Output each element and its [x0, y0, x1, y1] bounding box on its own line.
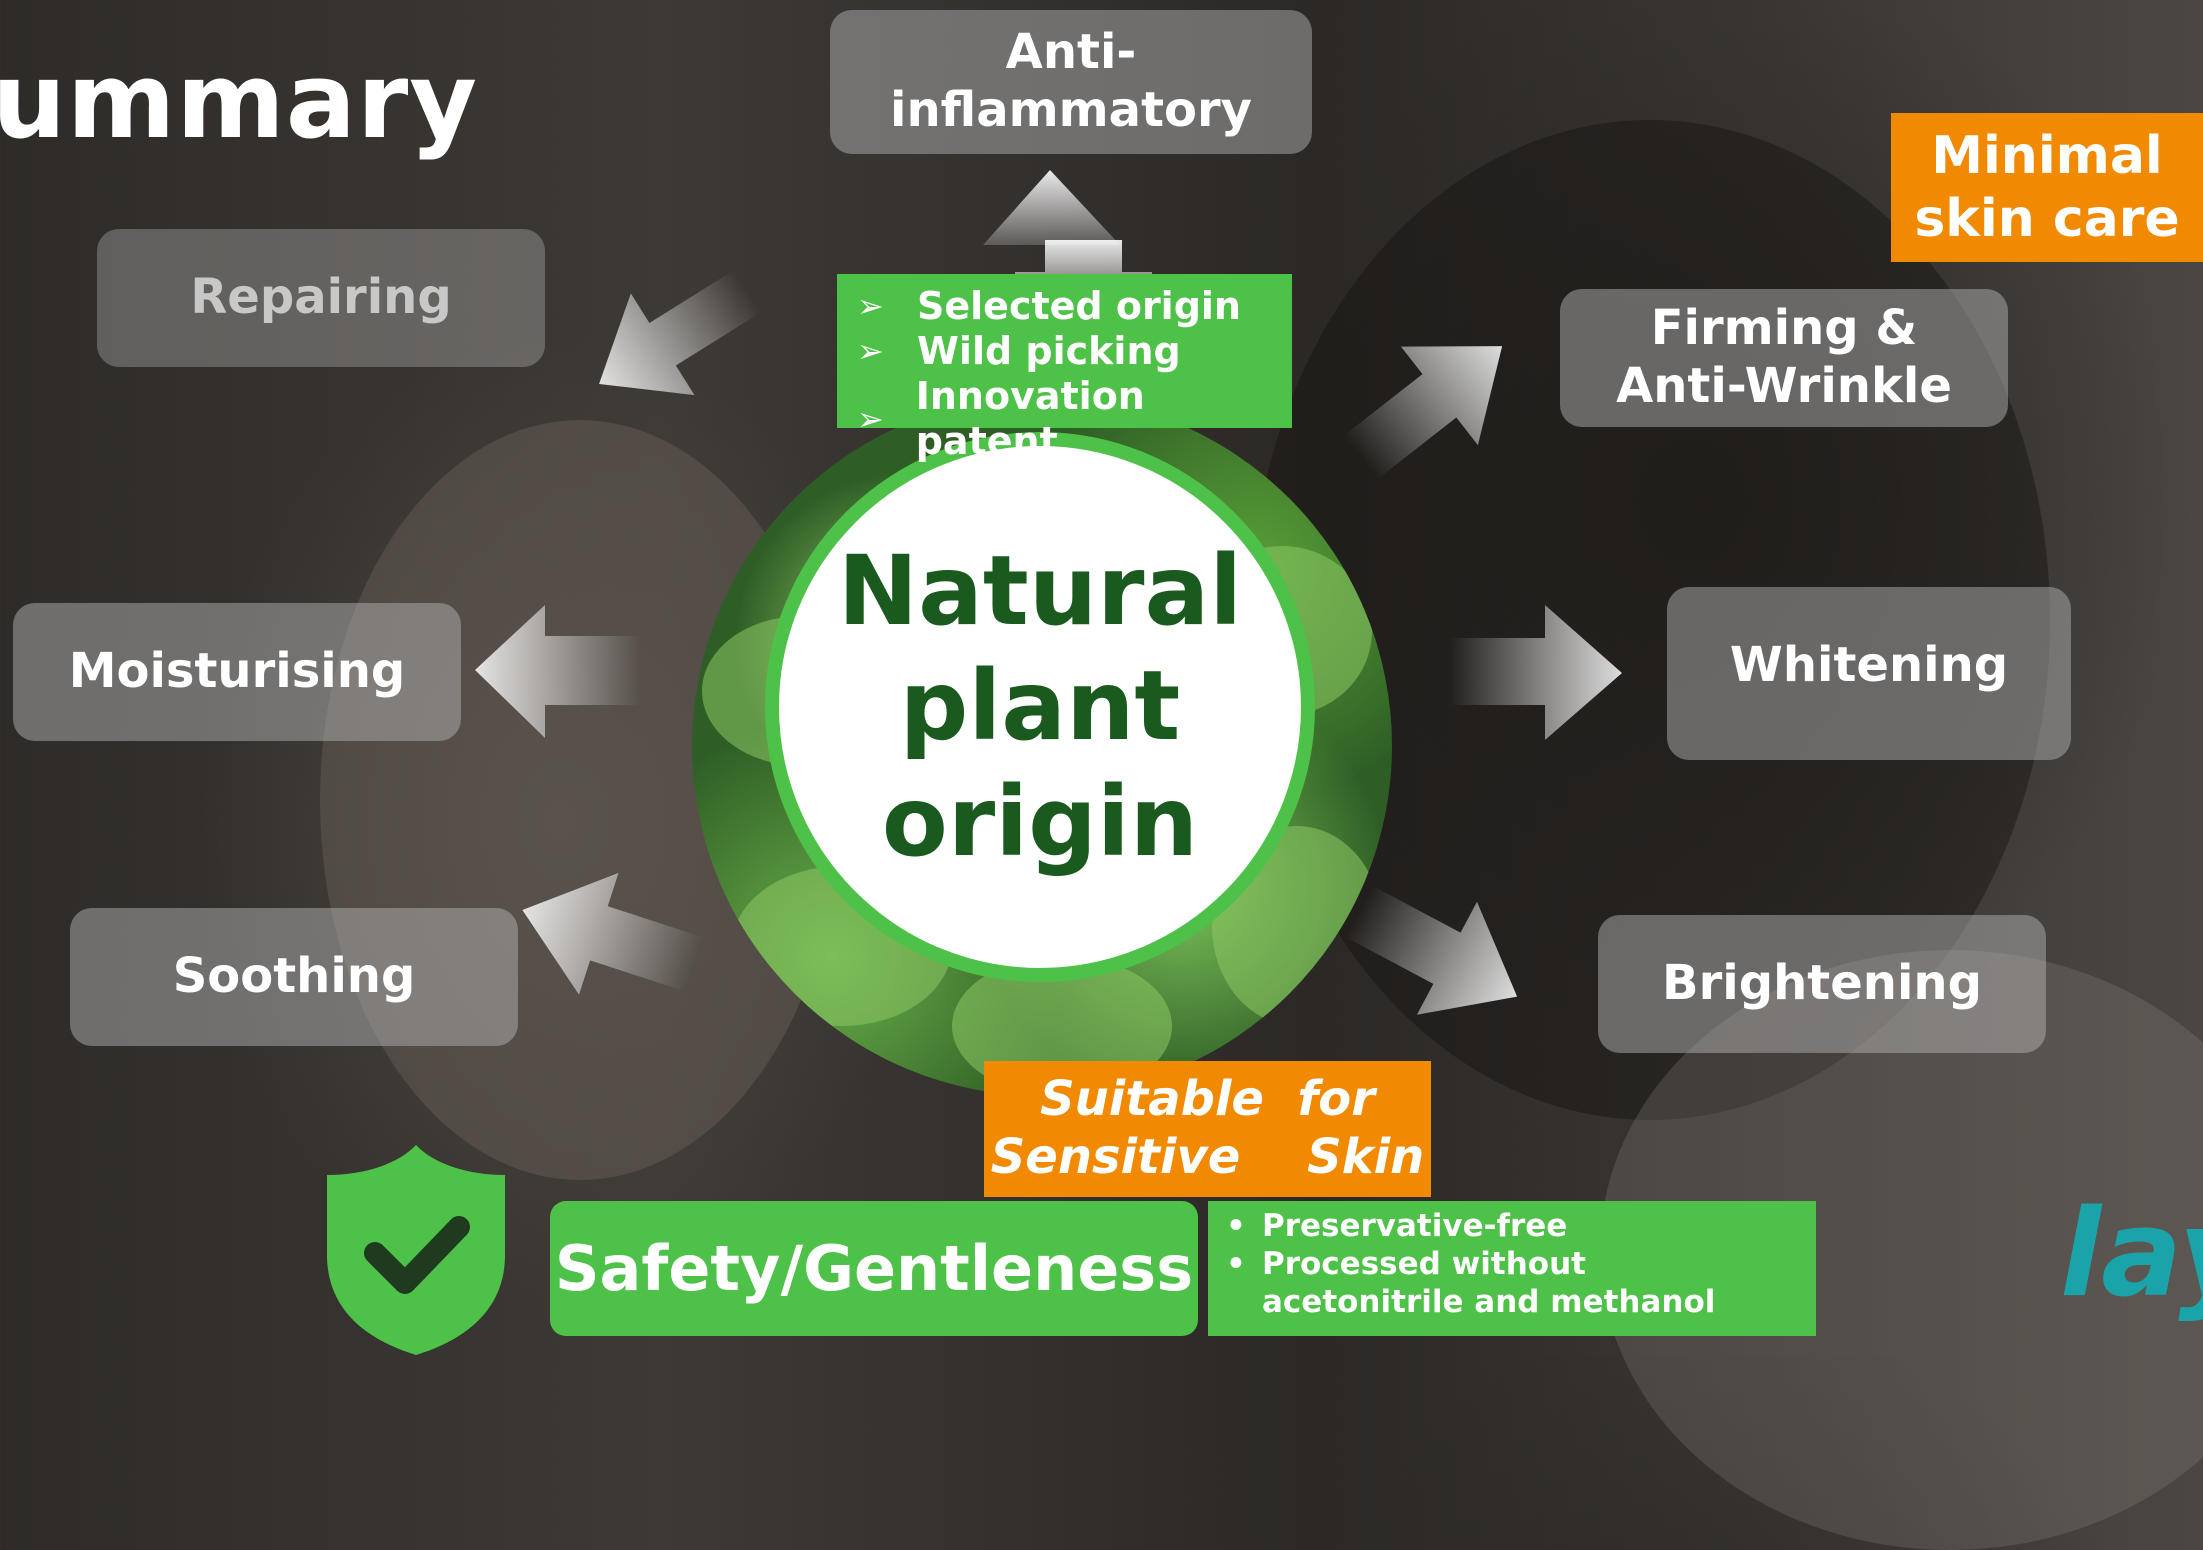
natural-plant-origin-circle: Natural plant origin — [765, 432, 1315, 982]
arrow-upper-left — [599, 270, 761, 396]
benefit-brightening: Brightening — [1598, 915, 2046, 1053]
safety-label: Safety/Gentleness — [554, 1232, 1194, 1305]
origin-point: ➢ Wild picking — [857, 329, 1292, 374]
origin-point-label: Innovation patent — [915, 374, 1145, 463]
benefit-anti-inflammatory-label: Anti-inflammatory — [890, 24, 1252, 138]
arrow-left-middle — [475, 605, 640, 738]
arrow-lower-right — [1345, 885, 1518, 1015]
safety-label-box: Safety/Gentleness — [550, 1201, 1198, 1336]
origin-points-box: ➢ Selected origin ➢ Wild picking ➢ Innov… — [837, 274, 1292, 463]
benefit-soothing: Soothing — [70, 908, 518, 1046]
arrow-bullet-icon: ➢ — [857, 332, 884, 370]
dot-bullet-icon: • — [1226, 1246, 1246, 1282]
benefit-repairing-label: Repairing — [190, 269, 452, 326]
page-title: ummary — [0, 40, 479, 162]
origin-points-list: ➢ Selected origin ➢ Wild picking ➢ Innov… — [857, 284, 1292, 464]
dot-bullet-icon: • — [1226, 1208, 1246, 1244]
benefit-moisturising-label: Moisturising — [68, 643, 406, 700]
arrow-bullet-icon: ➢ — [857, 399, 884, 438]
safety-point-label: Processed without acetonitrile and metha… — [1262, 1246, 1716, 1320]
origin-point: ➢ Innovation patent — [857, 374, 1292, 464]
minimal-line2: skin care — [1914, 188, 2180, 249]
sensitive-line2: Sensitive Skin — [990, 1129, 1425, 1185]
logo-text: lay — [2060, 1195, 2203, 1324]
safety-point-label: Preservative-free — [1262, 1208, 1568, 1244]
brand-logo: lay — [2060, 1195, 2203, 1355]
benefit-firming-line2: Anti-Wrinkle — [1616, 358, 1952, 414]
minimal-skin-care-badge: Minimal skin care — [1891, 113, 2203, 262]
safety-points-box: • Preservative-free • Processed without … — [1208, 1201, 1816, 1336]
benefit-firming-line1: Firming & — [1650, 300, 1918, 357]
center-line2: plant — [899, 650, 1181, 763]
benefit-firming: Firming & Anti-Wrinkle — [1560, 289, 2008, 427]
minimal-line1: Minimal — [1931, 126, 2163, 187]
safety-point: • Processed without acetonitrile and met… — [1226, 1245, 1816, 1321]
benefit-soothing-label: Soothing — [172, 948, 416, 1005]
origin-point-label: Selected origin — [917, 284, 1241, 328]
sensitive-skin-badge: Suitable for Sensitive Skin — [984, 1061, 1431, 1197]
arrow-bullet-icon: ➢ — [857, 287, 884, 325]
safety-points-list: • Preservative-free • Processed without … — [1226, 1207, 1816, 1321]
shield-svg — [327, 1145, 505, 1355]
center-line3: origin — [881, 765, 1199, 878]
origin-point: ➢ Selected origin — [857, 284, 1292, 329]
benefit-whitening-label: Whitening — [1729, 636, 2009, 693]
sensitive-line1: Suitable for — [1040, 1071, 1375, 1128]
benefit-brightening-label: Brightening — [1662, 955, 1982, 1012]
arrow-upper-right — [1343, 346, 1503, 480]
arrow-lower-left — [522, 872, 703, 995]
arrow-right-middle — [1450, 605, 1622, 740]
shield-check-icon — [327, 1145, 505, 1355]
benefit-repairing: Repairing — [97, 229, 545, 367]
benefit-anti-inflammatory: Anti-inflammatory — [830, 10, 1312, 154]
benefit-whitening: Whitening — [1667, 587, 2071, 760]
arrow-up-head — [983, 170, 1120, 245]
center-line1: Natural — [837, 535, 1243, 648]
safety-point: • Preservative-free — [1226, 1207, 1816, 1245]
benefit-moisturising: Moisturising — [13, 603, 461, 741]
origin-point-label: Wild picking — [917, 329, 1181, 373]
